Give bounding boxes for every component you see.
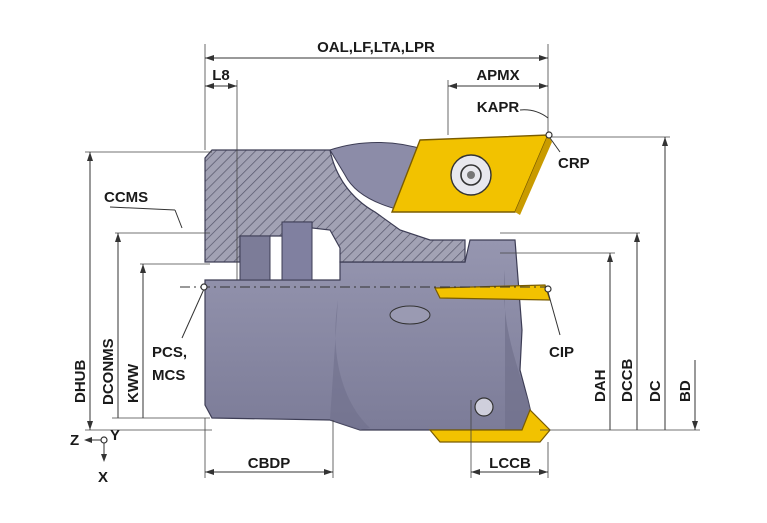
- label-mcs: MCS: [152, 367, 185, 384]
- body-curve-shade: [330, 300, 370, 430]
- pcs-point: [200, 283, 208, 291]
- upper-insert-edge: [515, 135, 552, 215]
- screw-block: [281, 221, 313, 281]
- arrowheads: [87, 55, 698, 475]
- label-kapr: KAPR: [477, 99, 520, 116]
- label-dccb: DCCB: [619, 359, 636, 402]
- hatched-section: [204, 149, 466, 263]
- label-lccb: LCCB: [489, 455, 531, 472]
- label-cip: CIP: [549, 344, 574, 361]
- label-dhub: DHUB: [72, 360, 89, 403]
- label-apmx: APMX: [476, 67, 519, 84]
- bottom-screw: [474, 397, 494, 417]
- mid-insert: [434, 284, 551, 301]
- label-bd: BD: [677, 380, 694, 402]
- label-ccms: CCMS: [104, 189, 148, 206]
- label-dconms: DCONMS: [100, 338, 117, 405]
- cip-point: [544, 285, 552, 293]
- label-l8: L8: [212, 67, 230, 84]
- label-cbdp: CBDP: [248, 455, 291, 472]
- axis-x: X: [98, 469, 108, 486]
- label-kww: KWW: [125, 363, 142, 403]
- dimension-lines: [85, 44, 700, 478]
- label-pcs: PCS,: [152, 344, 187, 361]
- insert-screw-center: [467, 171, 475, 179]
- label-dc: DC: [647, 380, 664, 402]
- axes-origin: [100, 436, 108, 444]
- coordinate-axes: Z Y X: [70, 427, 120, 486]
- label-dah: DAH: [592, 370, 609, 403]
- clamp-slot: [389, 305, 431, 325]
- crp-point: [545, 131, 553, 139]
- insert-screw-torx: [460, 164, 482, 186]
- axis-y: Y: [110, 427, 120, 444]
- label-crp: CRP: [558, 155, 590, 172]
- axis-z: Z: [70, 432, 79, 449]
- body-right-shade: [504, 270, 535, 430]
- label-oal: OAL,LF,LTA,LPR: [317, 39, 435, 56]
- keyway-block: [239, 235, 271, 281]
